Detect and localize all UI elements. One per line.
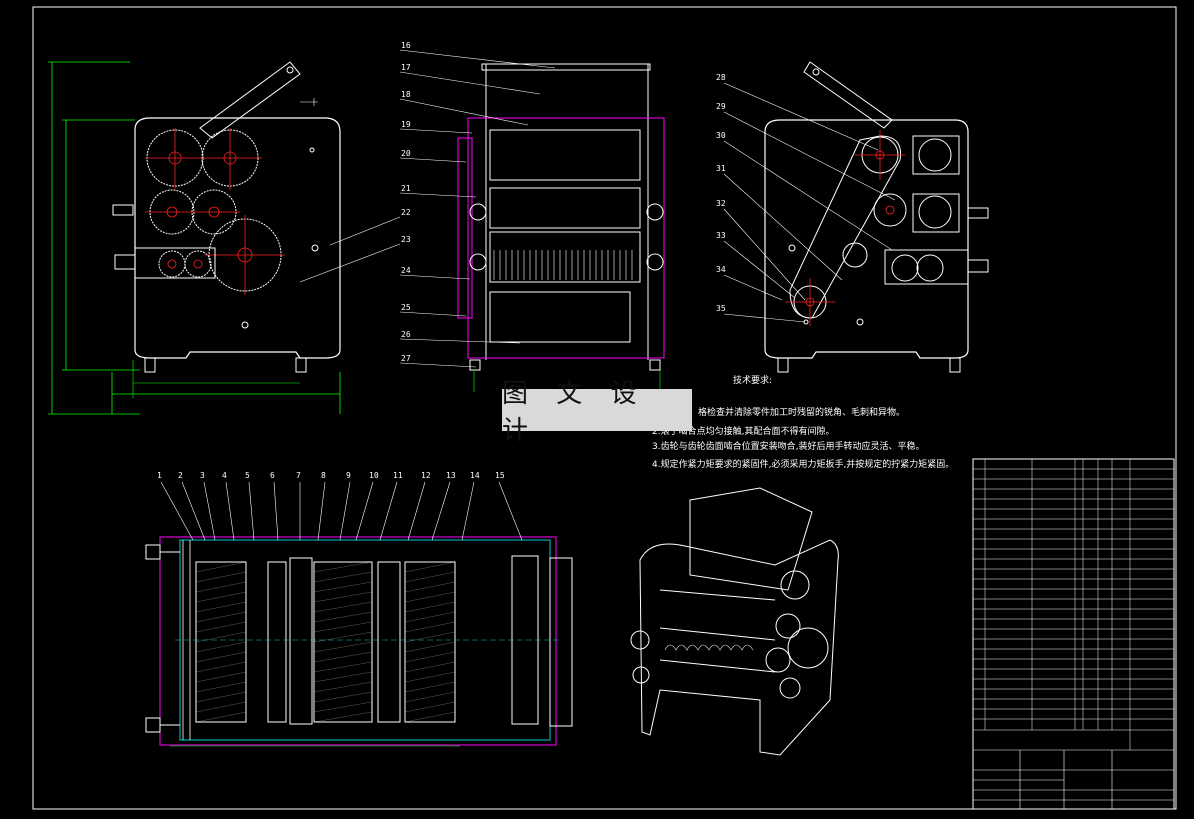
note-line-3: 3.齿轮与齿轮齿面啮合位置安装吻合,装好后用手转动应灵活、平稳。	[652, 440, 924, 452]
callout-13-leader	[431, 481, 451, 541]
callout-28: 28	[716, 73, 726, 82]
note-line-1: 格检查并清除零件加工时残留的锐角、毛刺和异物。	[698, 406, 905, 418]
callout-24: 24	[401, 266, 411, 275]
callout-3-leader	[203, 481, 216, 541]
callout-25: 25	[401, 303, 411, 312]
callout-5: 5	[245, 471, 250, 480]
callout-23-leader	[299, 243, 401, 283]
callout-32: 32	[716, 199, 726, 208]
callout-21-leader	[399, 192, 477, 198]
callout-1: 1	[157, 471, 162, 480]
callout-23: 23	[401, 235, 411, 244]
callout-11-leader	[379, 481, 398, 541]
callout-29: 29	[716, 102, 726, 111]
front-view	[48, 61, 341, 415]
callout-2-leader	[181, 481, 206, 541]
callout-30: 30	[716, 131, 726, 140]
parts-list	[972, 458, 1175, 810]
callout-labels: 1617181920212223242526272829303132333435…	[157, 41, 896, 541]
callout-11: 11	[393, 471, 403, 480]
callout-17: 17	[401, 63, 411, 72]
notes-title: 技术要求:	[733, 374, 772, 386]
callout-18: 18	[401, 90, 411, 99]
callout-9: 9	[346, 471, 351, 480]
callout-6: 6	[270, 471, 275, 480]
callout-10-leader	[355, 481, 374, 541]
callout-14-leader	[461, 481, 475, 541]
callout-12-leader	[407, 481, 426, 541]
callout-31-leader	[723, 173, 843, 281]
callout-15-leader	[498, 481, 523, 541]
callout-29-leader	[723, 111, 896, 201]
callout-21: 21	[401, 184, 411, 193]
callout-25-leader	[399, 311, 467, 317]
callout-18-leader	[399, 98, 529, 126]
callout-1-leader	[160, 481, 194, 541]
callout-33-leader	[723, 240, 796, 299]
callout-33: 33	[716, 231, 726, 240]
callout-19: 19	[401, 120, 411, 129]
callout-27-leader	[399, 362, 477, 368]
section-view	[145, 536, 573, 747]
callout-27: 27	[401, 354, 411, 363]
callout-17-leader	[399, 71, 541, 95]
callout-26: 26	[401, 330, 411, 339]
callout-4-leader	[225, 481, 235, 541]
note-line-4: 4.规定作紧力矩要求的紧固件,必须采用力矩扳手,并按规定的拧紧力矩紧固。	[652, 458, 954, 470]
callout-20-leader	[399, 157, 467, 163]
callout-14: 14	[470, 471, 480, 480]
callout-7: 7	[296, 471, 301, 480]
callout-6-leader	[273, 481, 279, 541]
callout-9-leader	[339, 481, 351, 541]
callout-22-leader	[329, 216, 401, 246]
callout-3: 3	[200, 471, 205, 480]
sheet-border	[32, 6, 1177, 810]
callout-15: 15	[495, 471, 505, 480]
callout-35: 35	[716, 304, 726, 313]
callout-24-leader	[399, 274, 471, 280]
side-view	[457, 63, 665, 392]
note-line-2: 2.滚子啮合点均匀接触,其配合面不得有间隙。	[652, 425, 834, 437]
callout-5-leader	[248, 481, 255, 541]
callout-31: 31	[716, 164, 726, 173]
callout-13: 13	[446, 471, 456, 480]
watermark-banner: 图 文 设 计	[502, 379, 692, 446]
callout-4: 4	[222, 471, 227, 480]
callout-2: 2	[178, 471, 183, 480]
callout-22: 22	[401, 208, 411, 217]
callout-8-leader	[317, 481, 326, 541]
callout-10: 10	[369, 471, 379, 480]
callout-20: 20	[401, 149, 411, 158]
callout-28-leader	[723, 82, 879, 151]
callout-19-leader	[399, 128, 473, 134]
callout-35-leader	[723, 313, 806, 323]
callout-12: 12	[421, 471, 431, 480]
callout-16-leader	[399, 49, 556, 69]
callout-30-leader	[723, 140, 893, 251]
isometric-view	[630, 487, 839, 756]
callout-16: 16	[401, 41, 411, 50]
callout-8: 8	[321, 471, 326, 480]
callout-34: 34	[716, 265, 726, 274]
callout-26-leader	[399, 338, 521, 344]
callout-34-leader	[723, 274, 783, 301]
callout-32-leader	[723, 208, 806, 301]
rear-view	[764, 61, 989, 373]
